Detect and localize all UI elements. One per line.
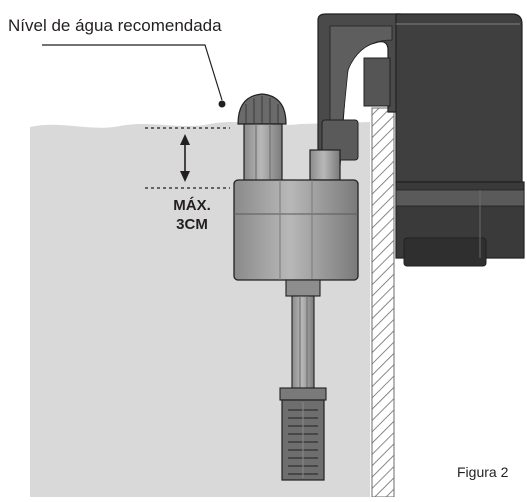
wall-clip — [363, 57, 391, 107]
max-height-label-line2: 3CM — [176, 216, 208, 233]
filter-body — [395, 13, 523, 183]
aquarium-wall — [371, 107, 395, 498]
recommended-water-level-label: Nível de água recomendada — [8, 16, 222, 35]
intake-strainer-cap — [279, 387, 327, 401]
filter-body-foot — [403, 237, 487, 267]
callout-leader-line — [42, 44, 223, 101]
figure-caption: Figura 2 — [457, 464, 509, 480]
measurement-arrow-down — [180, 171, 190, 182]
callout-dot — [218, 100, 226, 108]
connector-tube — [309, 149, 341, 181]
filter-body-band — [395, 189, 525, 207]
filter-hanger-inner — [329, 25, 393, 151]
max-height-label: MÁX. 3CM — [160, 196, 224, 234]
intake-housing — [233, 179, 359, 281]
float-neck — [243, 123, 283, 183]
measurement-arrow-up — [180, 134, 190, 145]
max-height-label-line1: MÁX. — [173, 197, 211, 214]
float-cap-ribs — [245, 96, 279, 124]
intake-tube-top — [285, 279, 321, 297]
intake-tube — [291, 295, 315, 389]
